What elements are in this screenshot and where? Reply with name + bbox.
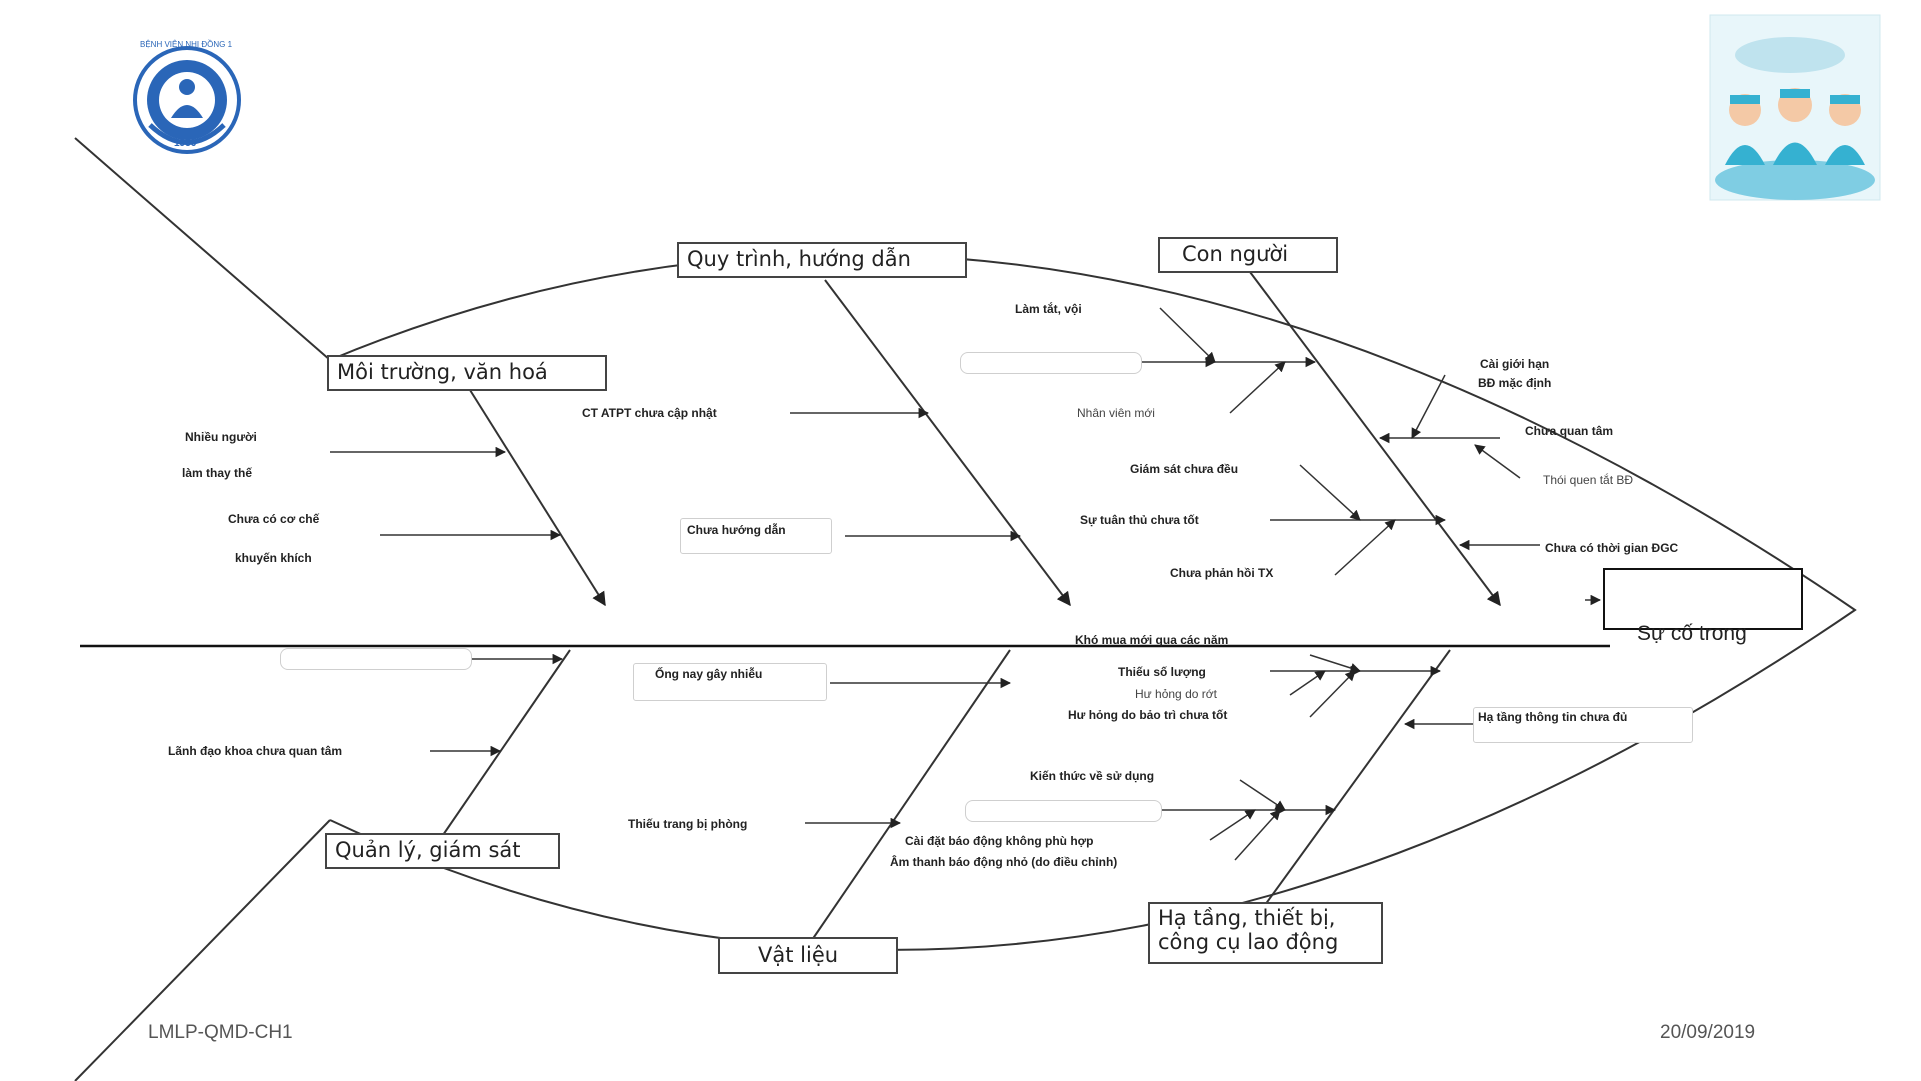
cause-infra-4: Hư hỏng do bảo trì chưa tốt xyxy=(1068,708,1228,722)
cause-mat-1: Ống nay gây nhiễu xyxy=(655,667,763,681)
cause-people-2: Nhân viên mới xyxy=(1077,406,1155,420)
pill-people-blank xyxy=(960,352,1142,374)
category-infrastructure: Hạ tầng, thiết bị, công cụ lao động xyxy=(1148,902,1383,964)
category-materials: Vật liệu xyxy=(718,937,898,974)
pill-infra-blank xyxy=(965,800,1162,822)
bone-materials xyxy=(811,649,1011,941)
cause-infra-3: Hư hỏng do rớt xyxy=(1135,687,1217,701)
cause-proc-2: Chưa hướng dẫn xyxy=(687,523,786,537)
surgeons-picture xyxy=(1709,14,1881,201)
tail-line-bottom xyxy=(74,819,331,1081)
logo-year: 1956 xyxy=(174,138,197,149)
cause-people-9: Chưa có thời gian ĐGC xyxy=(1545,541,1679,555)
cause-people-8: Chưa phản hồi TX xyxy=(1170,566,1274,580)
cause-people-7: Sự tuân thủ chưa tốt xyxy=(1080,513,1199,527)
cause-infra-2: Thiếu số lượng xyxy=(1118,665,1206,679)
cause-people-1: Làm tắt, vội xyxy=(1015,302,1082,316)
cause-proc-1: CT ATPT chưa cập nhật xyxy=(582,406,717,420)
logo-name: BỆNH VIỆN NHI ĐỒNG 1 xyxy=(140,40,233,49)
category-environment: Môi trường, văn hoá xyxy=(327,355,607,391)
category-infrastructure-line1: Hạ tầng, thiết bị, xyxy=(1158,906,1336,930)
cause-infra-5: Hạ tầng thông tin chưa đủ xyxy=(1478,710,1628,724)
category-infrastructure-line2: công cụ lao động xyxy=(1158,930,1339,955)
footer-left: LMLP-QMD-CH1 xyxy=(148,1022,293,1043)
cause-people-3b: BĐ mặc định xyxy=(1478,376,1552,390)
cause-env-1b: làm thay thế xyxy=(182,466,253,480)
cause-env-2b: khuyến khích xyxy=(235,551,312,565)
cause-infra-7: Cài đặt báo động không phù hợp xyxy=(905,834,1094,848)
cause-infra-8: Âm thanh báo động nhỏ (do điều chỉnh) xyxy=(890,855,1118,869)
category-management: Quản lý, giám sát xyxy=(325,833,560,869)
bone-process xyxy=(824,279,1071,607)
cause-people-6: Giám sát chưa đều xyxy=(1130,462,1239,476)
category-people: Con người xyxy=(1158,237,1338,273)
effect-box xyxy=(1603,568,1803,630)
cause-env-2a: Chưa có cơ chế xyxy=(228,512,320,526)
cause-mgmt-1: Lãnh đạo khoa chưa quan tâm xyxy=(168,744,343,758)
pill-infra-5 xyxy=(1473,707,1693,743)
bone-people xyxy=(1249,271,1501,607)
bone-infrastructure xyxy=(1264,649,1451,906)
bone-environment xyxy=(469,389,606,607)
effect-label: Sự cố trong xyxy=(1637,622,1747,645)
category-process: Quy trình, hướng dẫn xyxy=(677,242,967,278)
cause-people-4: Chưa quan tâm xyxy=(1525,424,1614,438)
pill-management-blank xyxy=(280,648,472,670)
cause-mat-2: Thiếu trang bị phòng xyxy=(628,817,748,831)
cause-env-1a: Nhiều người xyxy=(185,430,257,444)
cause-infra-1: Khó mua mới qua các năm xyxy=(1075,633,1229,647)
cause-people-5: Thói quen tắt BĐ xyxy=(1543,473,1634,487)
cause-people-3: Cài giới hạn xyxy=(1480,357,1550,371)
pill-process-2 xyxy=(680,518,832,554)
footer-right: 20/09/2019 xyxy=(1660,1022,1756,1043)
cause-infra-6: Kiến thức về sử dụng xyxy=(1030,769,1155,783)
pill-material-1 xyxy=(633,663,827,701)
bone-management xyxy=(442,649,571,836)
hospital-logo xyxy=(133,46,241,154)
tail-line-top xyxy=(74,137,331,361)
